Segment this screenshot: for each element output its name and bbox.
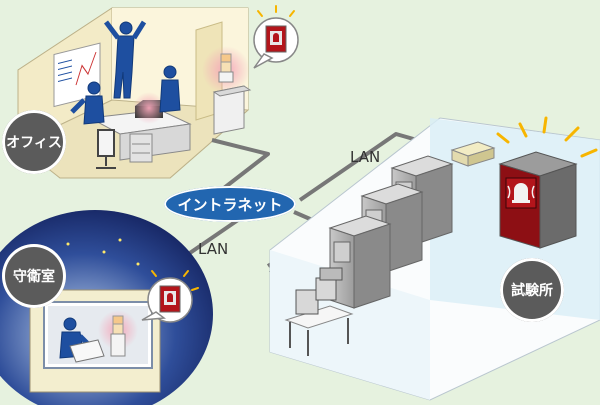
label-guard-room: 守衛室 <box>2 244 66 308</box>
office-room <box>17 7 252 179</box>
signal-tower-icon <box>218 53 234 83</box>
label-intranet: イントラネット <box>164 186 296 222</box>
label-office: オフィス <box>2 110 66 174</box>
test-lab-room <box>269 116 600 401</box>
label-lan-top: LAN <box>350 148 381 166</box>
alarm-bubble-icon <box>253 5 299 69</box>
label-lan-bottom: LAN <box>198 240 229 258</box>
alarm-bubble-icon <box>141 270 199 323</box>
test-chamber-icon <box>328 155 454 309</box>
label-test-lab: 試験所 <box>500 258 564 322</box>
person-icon <box>70 20 181 125</box>
network-hub-icon <box>450 141 496 167</box>
